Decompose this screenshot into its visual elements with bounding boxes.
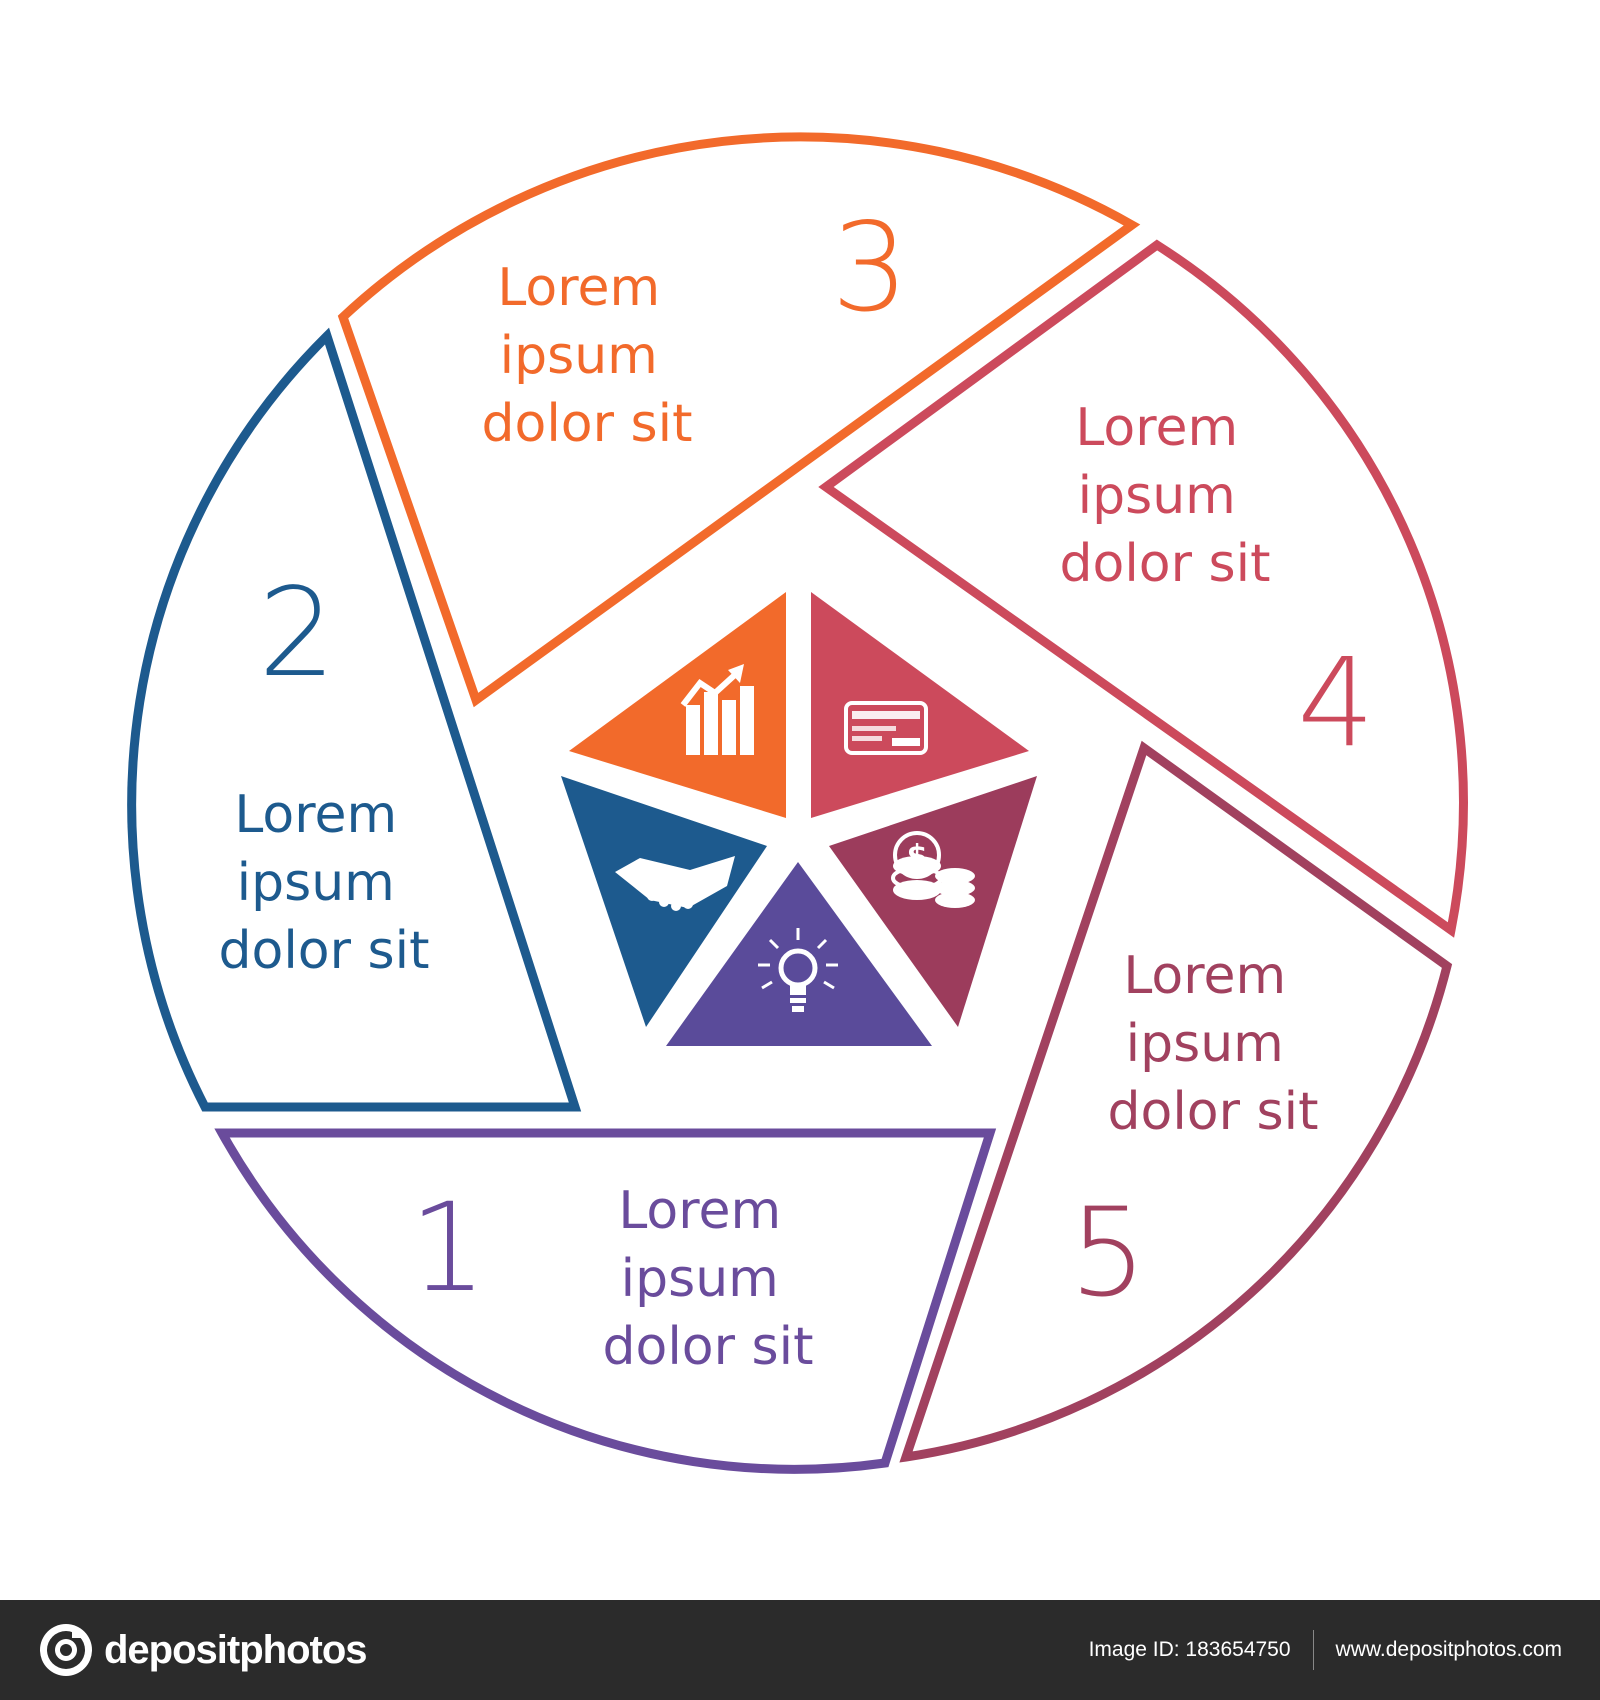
segment-5-label-line-2: ipsum bbox=[1126, 1014, 1284, 1074]
segment-3-label-line-3: dolor sit bbox=[482, 394, 693, 454]
segment-5-number: 5 bbox=[1069, 1182, 1147, 1324]
segment-1-shape bbox=[214, 1128, 997, 1474]
site-url: www.depositphotos.com bbox=[1335, 1638, 1562, 1661]
segment-3-label: Lorem ipsum dolor sit bbox=[482, 258, 693, 454]
footer-meta: Image ID: 183654750 www.depositphotos.co… bbox=[1089, 1630, 1562, 1670]
segment-5-label-line-3: dolor sit bbox=[1108, 1082, 1319, 1142]
dollar-coins-icon: $ bbox=[891, 831, 975, 908]
image-id: Image ID: 183654750 bbox=[1088, 1638, 1291, 1661]
segment-2-label-line-1: Lorem bbox=[234, 785, 397, 845]
segment-2-shape bbox=[127, 327, 582, 1112]
lightbulb-icon bbox=[758, 928, 838, 1012]
segment-3-label-line-1: Lorem bbox=[497, 258, 660, 318]
segment-5-label: Lorem ipsum dolor sit bbox=[1108, 946, 1319, 1142]
segment-1-label-line-2: ipsum bbox=[621, 1249, 779, 1309]
segment-2: 2 Lorem ipsum dolor sit bbox=[127, 327, 582, 1112]
segment-3-shape bbox=[337, 132, 1141, 708]
segment-4-label: Lorem ipsum dolor sit bbox=[1060, 398, 1271, 594]
segment-4-shape bbox=[818, 239, 1468, 938]
watermark-footer: depositphotos Image ID: 183654750 www.de… bbox=[0, 1600, 1600, 1700]
segment-1-label: Lorem ipsum dolor sit bbox=[603, 1181, 814, 1377]
segment-2-label: Lorem ipsum dolor sit bbox=[219, 785, 430, 981]
footer-divider bbox=[1312, 1630, 1314, 1670]
center-pentagon: $ bbox=[561, 592, 1037, 1046]
bar-chart-growth-icon bbox=[680, 664, 754, 755]
svg-text:$: $ bbox=[907, 839, 928, 874]
segment-4: 4 Lorem ipsum dolor sit bbox=[818, 239, 1468, 938]
segment-4-label-line-3: dolor sit bbox=[1060, 534, 1271, 594]
handshake-icon bbox=[615, 856, 735, 911]
brand-logo: depositphotos bbox=[38, 1622, 368, 1678]
segment-5: 5 Lorem ipsum dolor sit bbox=[899, 740, 1453, 1463]
credit-card-icon bbox=[844, 701, 928, 755]
segment-2-label-line-3: dolor sit bbox=[219, 921, 430, 981]
segment-5-label-line-1: Lorem bbox=[1123, 946, 1286, 1006]
brand-name: depositphotos bbox=[104, 1627, 368, 1672]
segment-2-number: 2 bbox=[258, 562, 336, 704]
segment-1-number: 1 bbox=[409, 1177, 487, 1319]
segment-3-label-line-2: ipsum bbox=[500, 326, 658, 386]
segment-1: 1 Lorem ipsum dolor sit bbox=[214, 1128, 997, 1474]
segment-4-label-line-2: ipsum bbox=[1078, 466, 1236, 526]
segment-1-label-line-1: Lorem bbox=[618, 1181, 781, 1241]
segment-4-number: 4 bbox=[1297, 632, 1375, 774]
segment-4-label-line-1: Lorem bbox=[1075, 398, 1238, 458]
camera-logo-icon bbox=[40, 1624, 92, 1676]
center-chart-triangle bbox=[569, 592, 786, 818]
cycle-diagram: 1 Lorem ipsum dolor sit 2 Lorem ipsum do… bbox=[127, 132, 1468, 1474]
segment-3-number: 3 bbox=[831, 197, 909, 339]
segment-3: 3 Lorem ipsum dolor sit bbox=[337, 132, 1141, 708]
center-lightbulb-triangle bbox=[666, 862, 932, 1046]
segment-1-label-line-3: dolor sit bbox=[603, 1317, 814, 1377]
segment-5-shape bbox=[899, 740, 1453, 1463]
segment-2-label-line-2: ipsum bbox=[237, 853, 395, 913]
center-coins-triangle bbox=[829, 776, 1037, 1027]
